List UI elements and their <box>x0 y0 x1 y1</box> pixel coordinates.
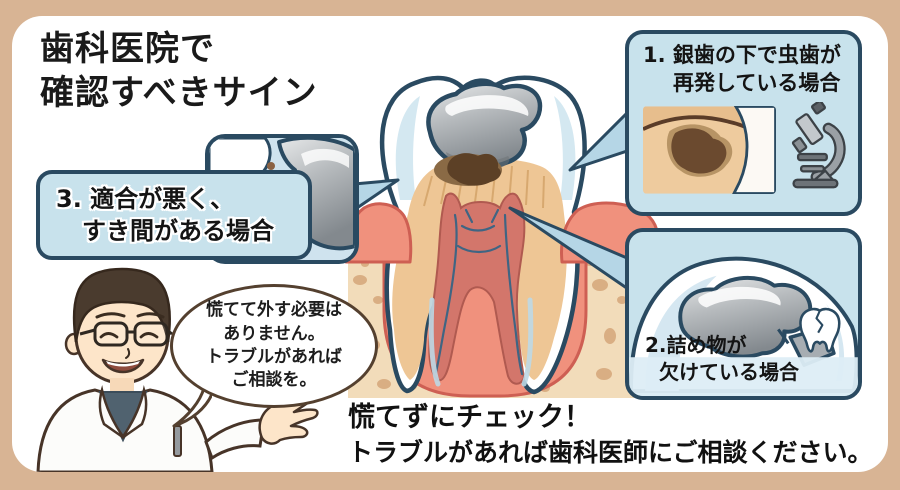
page-title: 歯科医院で 確認すべきサイン <box>40 28 318 115</box>
speech-bubble-tail <box>172 386 212 428</box>
callout-1-media <box>643 102 846 195</box>
blood-vessels <box>434 208 524 376</box>
callout-3-line-1: 3. 適合が悪く、 <box>56 185 235 213</box>
title-line-1: 歯科医院で <box>40 29 215 69</box>
cracked-tooth-icon <box>799 307 841 353</box>
callout-2-line-2: 欠けている場合 <box>659 360 799 384</box>
speech-bubble: 慌てて外す必要は ありません。 トラブルがあれば ご相談を。 <box>170 284 378 408</box>
arm-sleeve <box>204 418 266 461</box>
bubble-line-3: トラブルがあれば <box>206 347 342 367</box>
callout-2-line-1: 2.詰め物が <box>645 333 747 357</box>
callout-1-line-2: 再発している場合 <box>673 70 841 95</box>
footer-line-2: トラブルがあれば歯科医師にご相談ください。 <box>348 438 873 468</box>
recurring-cavity-spot <box>434 153 502 186</box>
title-line-2: 確認すべきサイン <box>40 72 318 113</box>
microscope-icon <box>791 102 846 189</box>
callout-3-poor-fit: 3. 適合が悪く、 すき間がある場合 <box>36 170 312 260</box>
hair <box>72 267 171 343</box>
chipped-filling-illustration <box>629 256 858 396</box>
callout-1-recurring-decay: 1. 銀歯の下で虫歯が 再発している場合 <box>625 30 862 216</box>
bubble-line-2: ありません。 <box>223 323 325 344</box>
pocket-pen <box>173 425 182 457</box>
callout-2-text: 2.詰め物が 欠けている場合 <box>645 332 799 386</box>
bubble-line-4: ご相談を。 <box>231 370 317 391</box>
root-canal-lining <box>428 297 534 387</box>
callout-2-chipped-filling: 2.詰め物が 欠けている場合 <box>625 228 862 400</box>
footer-line-1: 慌てずにチェック！ <box>348 402 591 433</box>
callout-1-line-1: 1. 銀歯の下で虫歯が <box>643 43 841 67</box>
bubble-line-1: 慌てて外す必要は <box>206 300 342 321</box>
callout-3-line-2: すき間がある場合 <box>82 216 274 245</box>
decay-closeup-image <box>643 106 776 195</box>
footer-note: 慌てずにチェック！ トラブルがあれば歯科医師にご相談ください。 <box>348 400 873 470</box>
callout-pointers <box>352 102 652 306</box>
